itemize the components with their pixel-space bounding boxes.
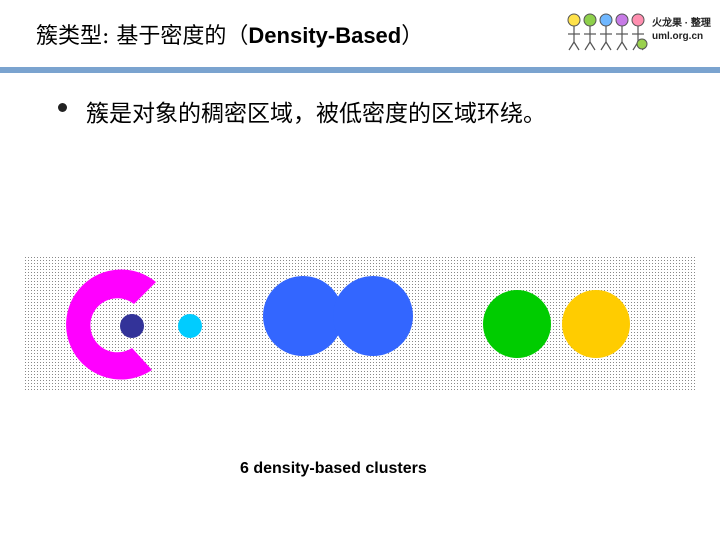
cluster-figure	[24, 256, 696, 392]
title-rule	[0, 67, 720, 73]
cluster-small-dark-blue	[120, 314, 144, 338]
cluster-double-left	[263, 276, 343, 356]
cluster-small-cyan	[178, 314, 202, 338]
logo-figures	[567, 13, 648, 51]
cluster-green	[483, 290, 551, 358]
cluster-yellow	[562, 290, 630, 358]
title-en: Density-Based	[248, 23, 402, 48]
figure-caption: 6 density-based clusters	[240, 460, 427, 477]
cluster-double-right	[333, 276, 413, 356]
bullet-text: 簇是对象的稠密区域，被低密度的区域环绕。	[86, 101, 546, 127]
logo-line2: uml.org.cn	[652, 31, 704, 42]
title-cn: 簇类型: 基于密度的（	[36, 24, 249, 49]
slide-title: 簇类型: 基于密度的（Density-Based）	[36, 18, 423, 50]
bullet-dot	[58, 103, 67, 112]
cluster-c-shape	[66, 269, 156, 380]
title-close: ）	[401, 24, 424, 49]
logo-line1: 火龙果 · 整理	[652, 18, 711, 29]
